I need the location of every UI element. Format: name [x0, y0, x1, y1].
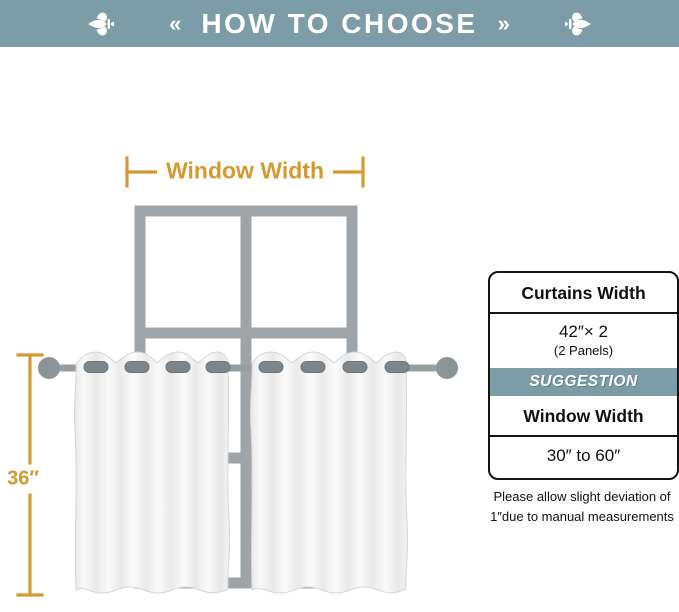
- left-ornament-icon: «: [169, 10, 182, 36]
- grommet: [205, 361, 231, 373]
- right-ornament-icon: »: [497, 10, 510, 36]
- grommet: [124, 361, 150, 373]
- curtains-panels-note: (2 Panels): [553, 343, 614, 358]
- grommet: [342, 361, 368, 373]
- window-width-label: Window Width: [157, 157, 333, 185]
- divider: [490, 435, 677, 437]
- window-width-title: Window Width: [523, 406, 644, 426]
- curtain-panel-left: [73, 351, 231, 594]
- grommet: [258, 361, 284, 373]
- grommet: [384, 361, 410, 373]
- size-info-box: Curtains Width 42″× 2 (2 Panels) SUGGEST…: [488, 271, 679, 480]
- fleur-de-lis-icon: [564, 12, 591, 35]
- curtains-width-title: Curtains Width: [521, 283, 646, 303]
- curtains-width-value: 42″× 2: [558, 322, 609, 341]
- suggestion-badge: SUGGESTION: [490, 368, 677, 396]
- curtain-panel-right: [249, 351, 409, 594]
- note-line-2: 1″due to manual measurements: [490, 508, 674, 524]
- grommets: [83, 361, 410, 373]
- curtain-height-label: 36″: [3, 464, 43, 494]
- fleur-de-lis-icon: [88, 12, 115, 35]
- measurement-note: Please allow slight deviation of 1″due t…: [487, 487, 677, 526]
- grommet: [165, 361, 191, 373]
- note-line-1: Please allow slight deviation of: [493, 489, 671, 504]
- rod-finial-right: [436, 357, 458, 379]
- grommet: [83, 361, 109, 373]
- rod-finial-left: [38, 357, 60, 379]
- grommet: [300, 361, 326, 373]
- banner-title: HOW TO CHOOSE: [201, 7, 478, 39]
- window-width-value: 30″ to 60″: [546, 446, 621, 465]
- divider: [490, 312, 677, 314]
- banner: « HOW TO CHOOSE »: [0, 0, 679, 47]
